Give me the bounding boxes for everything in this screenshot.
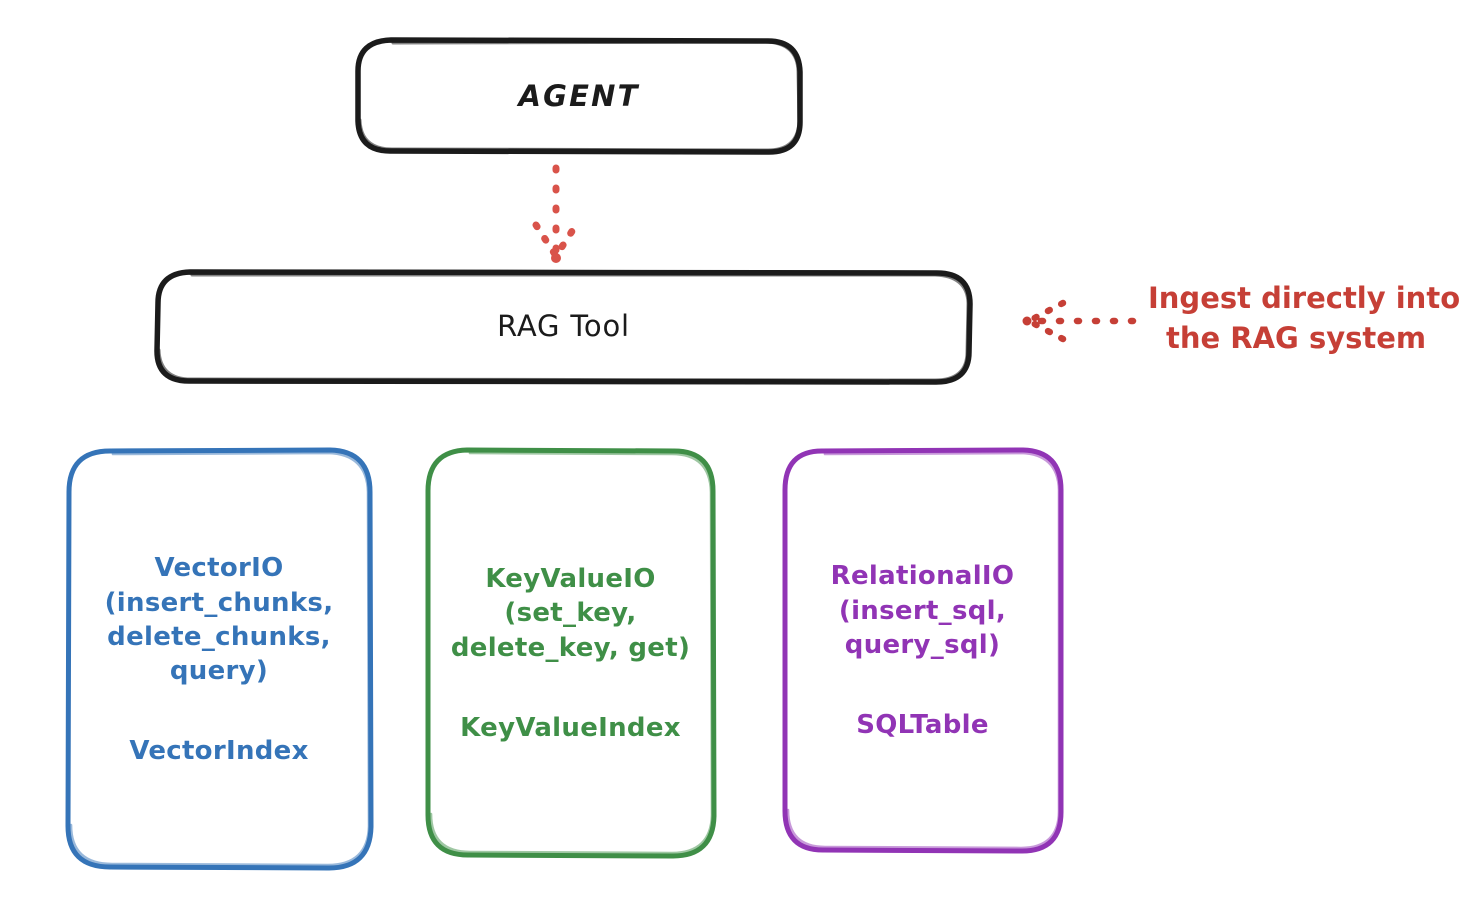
node-vector-io-api-label: VectorIO (insert_chunks, delete_chunks, … bbox=[104, 553, 334, 687]
node-relational-io-api-label: RelationalIO (insert_sql, query_sql) bbox=[830, 561, 1015, 660]
annotation-ingest-line-2: the RAG system bbox=[1166, 321, 1427, 356]
node-key-value-io-api-label: KeyValueIO (set_key, delete_key, get) bbox=[450, 563, 691, 663]
node-relational-io-index-label: SQLTable bbox=[856, 710, 989, 741]
annotation-ingest: Ingest directly into the RAG system bbox=[1148, 278, 1478, 358]
node-rag-tool-label: RAG Tool bbox=[497, 309, 630, 344]
node-vector-io-index-label: VectorIndex bbox=[129, 736, 309, 767]
node-vector-io[interactable]: VectorIO (insert_chunks, delete_chunks, … bbox=[67, 450, 371, 870]
agent-to-rag-tool-connector bbox=[532, 164, 580, 263]
node-key-value-io-index-label: KeyValueIndex bbox=[460, 712, 681, 743]
annotation-ingest-line-1: Ingest directly into bbox=[1148, 281, 1461, 315]
node-agent-label: AGENT bbox=[518, 78, 640, 113]
node-key-value-io[interactable]: KeyValueIO (set_key, delete_key, get) Ke… bbox=[427, 450, 714, 857]
node-rag-tool[interactable]: RAG Tool bbox=[156, 271, 971, 383]
node-relational-io[interactable]: RelationalIO (insert_sql, query_sql) SQL… bbox=[784, 450, 1061, 852]
node-agent[interactable]: AGENT bbox=[357, 39, 801, 154]
annotation-to-rag-tool-connector bbox=[1022, 299, 1137, 343]
